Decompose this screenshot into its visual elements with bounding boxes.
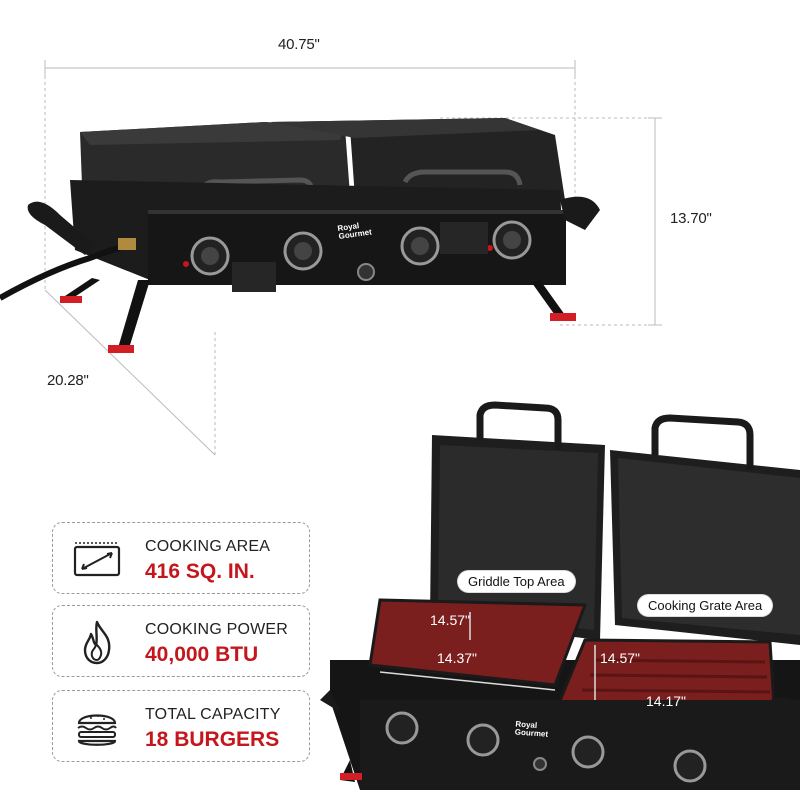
knob-5	[385, 711, 419, 745]
depth-dimension-label: 20.28"	[47, 372, 89, 389]
width-dimension-label: 40.75"	[278, 36, 320, 53]
height-dimension-label: 13.70"	[670, 210, 712, 227]
griddle-width-measurement: 14.37"	[437, 650, 478, 666]
front-right-leg	[532, 280, 565, 318]
burger-icon	[77, 714, 117, 746]
griddle-area-callout: Griddle Top Area	[458, 571, 575, 592]
spec-card-total-capacity: TOTAL CAPACITY 18 BURGERS	[52, 690, 310, 762]
spec-label-cooking-area: COOKING AREA	[145, 538, 271, 555]
knob-2	[283, 231, 323, 271]
flame-icon	[83, 620, 111, 665]
spec-card-cooking-power: COOKING POWER 40,000 BTU	[52, 605, 310, 677]
grill-area-icon	[73, 542, 121, 577]
grate-area-callout: Cooking Grate Area	[638, 595, 773, 616]
spec-value-cooking-area: 416 SQ. IN.	[145, 560, 255, 583]
knob-6	[466, 723, 500, 757]
spec-card-cooking-area: COOKING AREA 416 SQ. IN.	[52, 522, 310, 594]
knob-1	[183, 236, 230, 276]
grate-depth-measurement: 14.57"	[600, 650, 641, 666]
spec-value-total-capacity: 18 BURGERS	[145, 728, 280, 751]
igniter-button	[357, 263, 375, 281]
grate-width-measurement: 14.17"	[646, 693, 687, 709]
gas-hose	[0, 242, 131, 301]
spec-label-cooking-power: COOKING POWER	[145, 621, 289, 638]
knob-3	[400, 226, 440, 266]
width-dimension-line	[44, 60, 576, 290]
front-left-leg	[118, 280, 150, 348]
spec-value-cooking-power: 40,000 BTU	[145, 643, 259, 666]
spec-label-total-capacity: TOTAL CAPACITY	[145, 706, 281, 723]
knob-4	[487, 220, 532, 260]
height-dimension-line	[440, 117, 662, 326]
right-lid	[270, 118, 565, 200]
knob-8	[673, 749, 707, 783]
griddle-depth-measurement: 14.57"	[430, 612, 471, 628]
depth-dimension-line	[44, 289, 216, 456]
knob-7	[571, 735, 605, 769]
griddle-plate	[368, 598, 588, 687]
